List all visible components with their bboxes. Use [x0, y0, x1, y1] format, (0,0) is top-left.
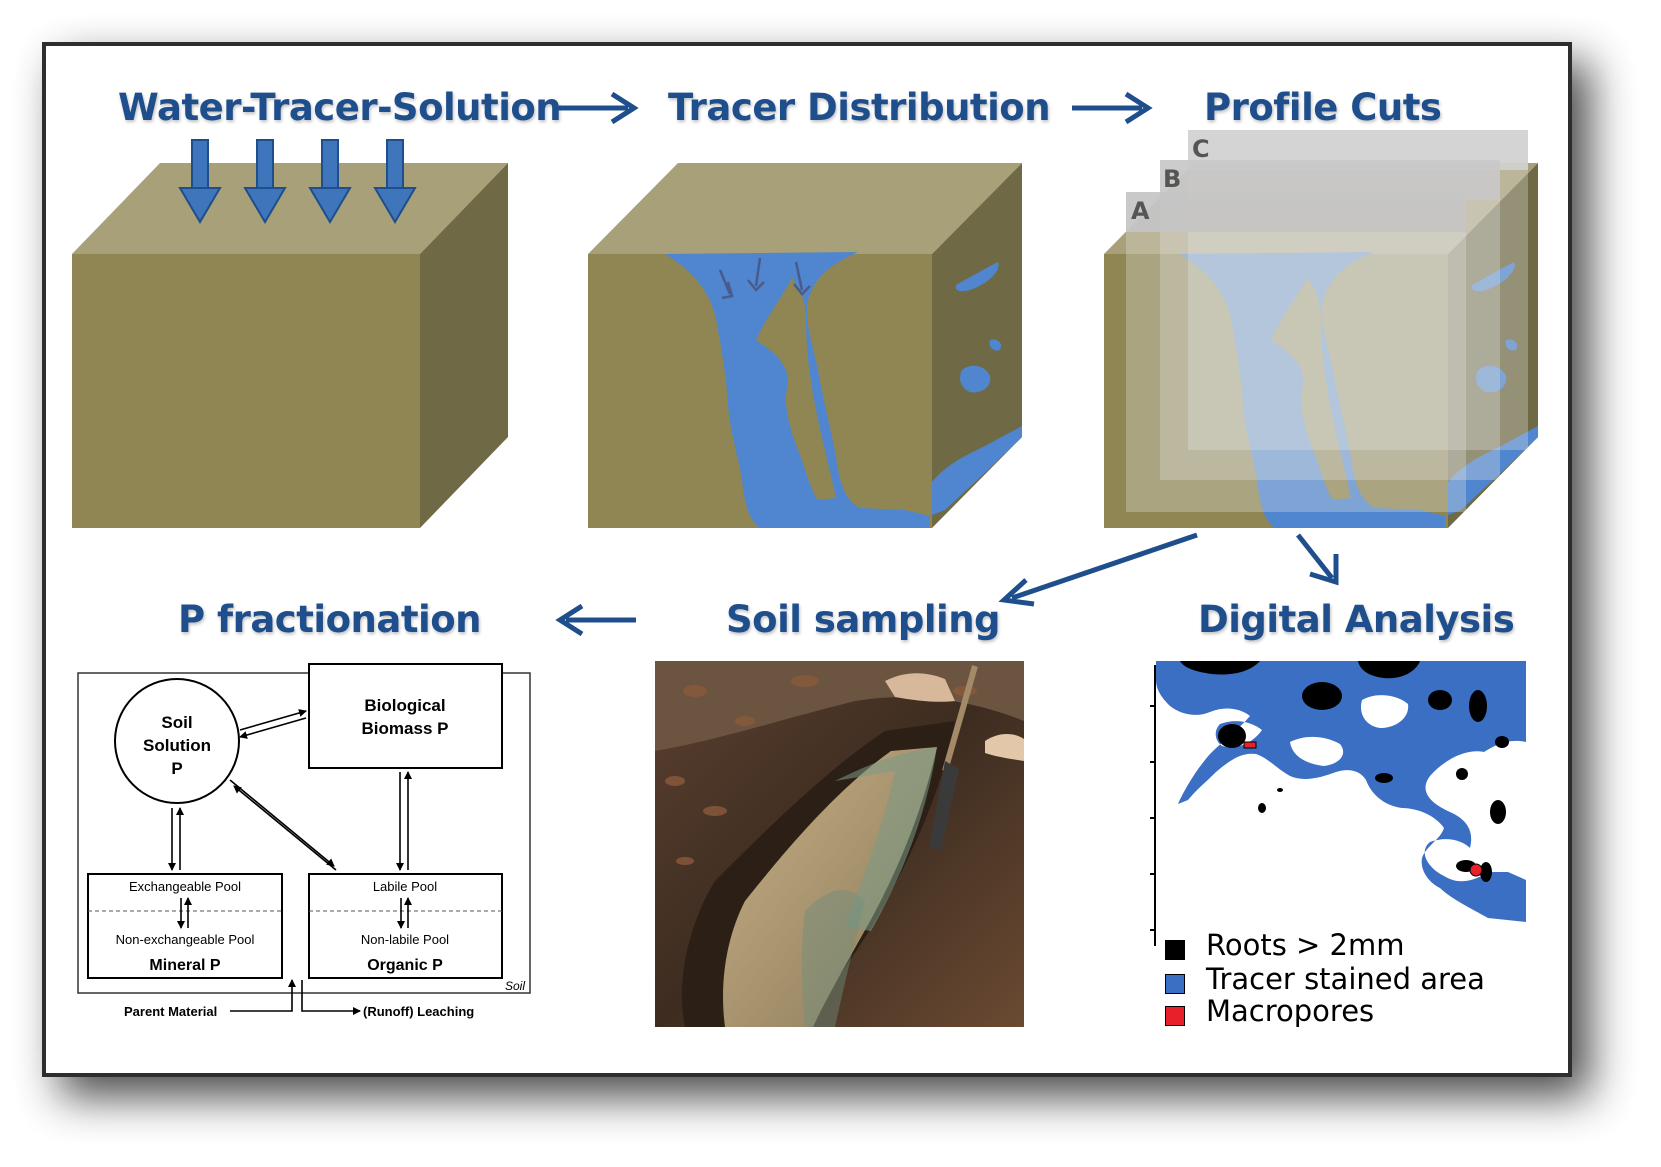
legend-swatch-tracer [1165, 974, 1185, 994]
soil-block-3: A B C [1104, 130, 1538, 528]
tracer-stained-area [1156, 661, 1526, 922]
flow-arrow-2 [1072, 91, 1153, 125]
non-labile-pool-label: Non-labile Pool [361, 932, 449, 947]
flow-arrow-to-p-fractionation [555, 603, 636, 637]
soil-block-1 [72, 163, 508, 528]
soil-block-2 [588, 163, 1022, 528]
heading-tracer-distribution: Tracer Distribution [668, 86, 1051, 129]
organic-p-label: Organic P [367, 957, 443, 974]
slab-label-a: A [1131, 197, 1150, 225]
mineral-p-box [87, 873, 283, 979]
soil-solution-circle [114, 678, 240, 804]
heading-p-fractionation: P fractionation [178, 598, 481, 641]
legend-label-tracer: Tracer stained area [1206, 962, 1485, 996]
p-fractionation-model: Biological Biomass P Soil Solution P Exc… [77, 663, 531, 1019]
soil-solution-line3: P [171, 759, 182, 778]
map-axis [1150, 665, 1156, 946]
legend-swatch-macropores [1165, 1006, 1185, 1026]
soil-sampling-photo [655, 661, 1024, 1027]
heading-profile-cuts: Profile Cuts [1204, 86, 1442, 129]
heading-digital-analysis: Digital Analysis [1198, 598, 1515, 641]
trench-illustration [655, 661, 1024, 1027]
tracer-plume [665, 252, 930, 528]
soil-solution-line1: Soil [161, 713, 192, 732]
runoff-leaching-label: (Runoff) Leaching [363, 1004, 474, 1019]
macropores [1243, 741, 1483, 877]
biomass-label-line2: Biomass P [362, 719, 449, 738]
legend-label-macropores: Macropores [1206, 994, 1375, 1028]
labile-pool-label: Labile Pool [373, 879, 437, 894]
down-arrow-icon [308, 139, 352, 224]
down-arrow-icon [373, 139, 417, 224]
digital-analysis-map [1150, 661, 1526, 946]
legend-swatch-roots [1165, 940, 1185, 960]
roots-regions [1180, 661, 1509, 882]
flow-arrow-1 [558, 91, 639, 125]
heading-soil-sampling: Soil sampling [726, 598, 1001, 641]
slab-label-b: B [1163, 165, 1181, 193]
water-input-arrows [178, 139, 417, 224]
mineral-p-label: Mineral P [149, 957, 220, 974]
legend-label-roots: Roots > 2mm [1206, 928, 1405, 962]
soil-corner-label: Soil [505, 979, 525, 993]
exchangeable-pool-label: Exchangeable Pool [129, 879, 241, 894]
soil-boundary [77, 672, 531, 994]
heading-water-tracer-solution: Water-Tracer-Solution [118, 86, 562, 129]
non-exchangeable-pool-label: Non-exchangeable Pool [116, 932, 255, 947]
down-arrow-icon [243, 139, 287, 224]
profile-slab-a [1126, 192, 1466, 512]
biological-biomass-box [308, 663, 503, 769]
parent-material-label: Parent Material [124, 1004, 217, 1019]
exchange-arrows [168, 709, 412, 1015]
biomass-label-line1: Biological [364, 696, 445, 715]
soil-solution-line2: Solution [143, 736, 211, 755]
flow-arrow-to-soil-sampling [998, 532, 1198, 607]
organic-p-box [308, 873, 503, 979]
down-arrow-icon [178, 139, 222, 224]
slab-label-c: C [1192, 135, 1210, 163]
flow-arrow-to-digital-analysis [1296, 533, 1339, 586]
